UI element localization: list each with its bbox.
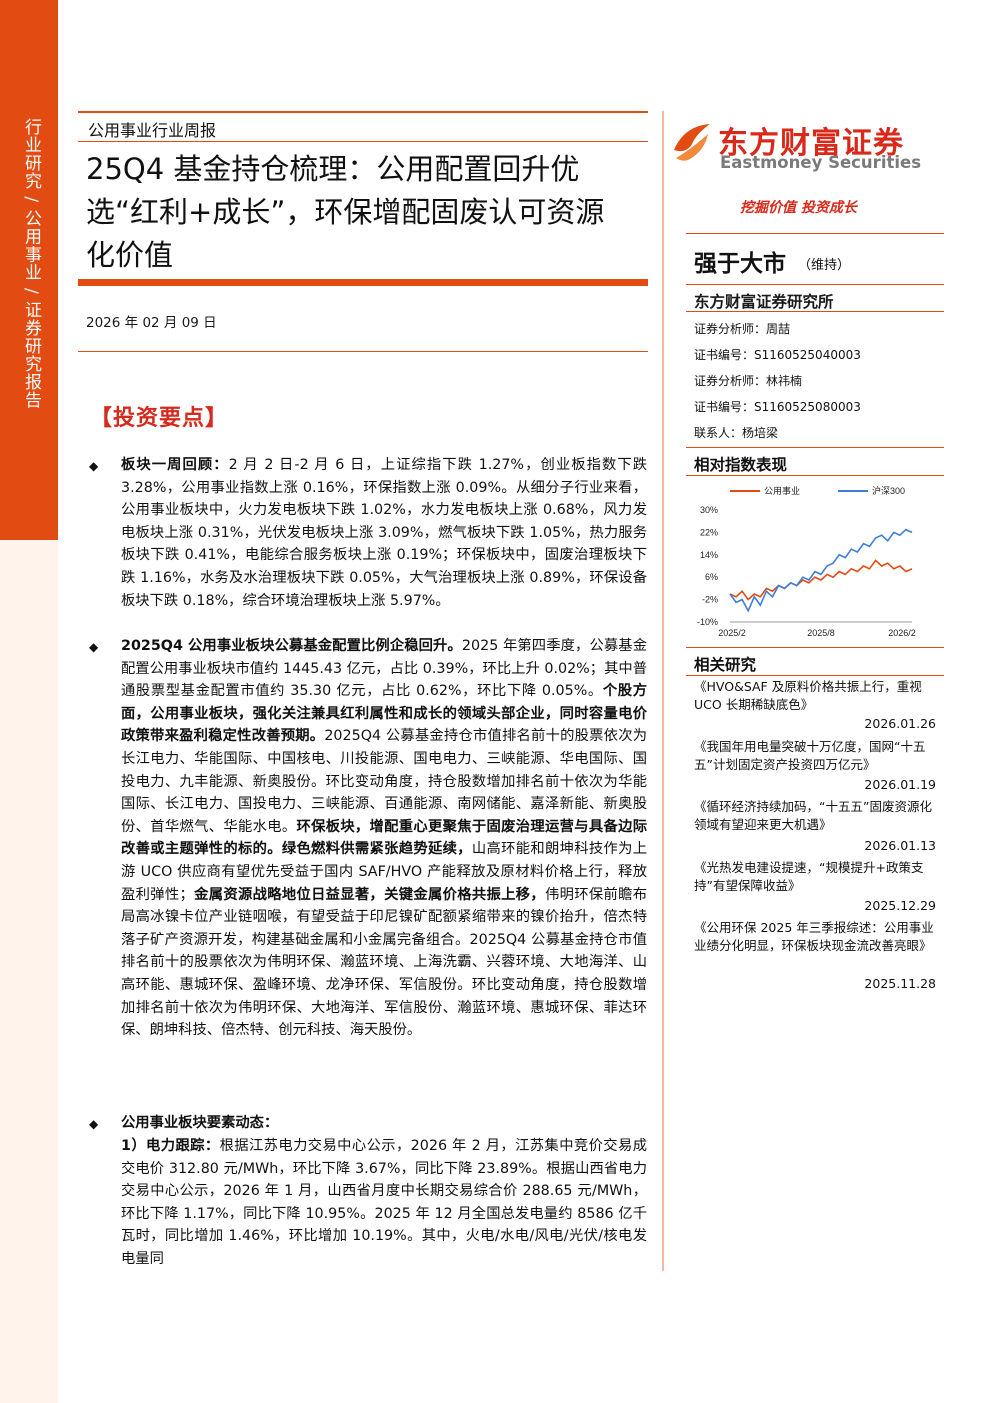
research-item-date: 2026.01.13 — [864, 838, 936, 853]
eastmoney-logo-icon — [674, 124, 710, 161]
para-lead: 板块一周回顾： — [121, 457, 229, 473]
series-line — [729, 528, 913, 613]
analyst-line: 证券分析师：周喆 — [694, 322, 791, 336]
y-tick-label: -10% — [697, 617, 718, 627]
brand-name-cn: 东方财富证券 — [718, 126, 904, 161]
research-item-title[interactable]: 《循环经济持续加码，“十五五”固废资源化领域有望迎来更大机遇》 — [694, 799, 932, 832]
para-lead: 1）电力跟踪： — [121, 1138, 220, 1154]
para-text-1: 2025 年第四季度，公募基金配置公用事业板块市值约 1445.43 亿元，占比… — [121, 638, 647, 700]
research-item-date: 2026.01.26 — [864, 716, 936, 731]
para-body: 2 月 2 日-2 月 6 日，上证综指下跌 1.27%，创业板指数下跌 3.2… — [121, 457, 647, 609]
analyst-line: 证书编号：S1160525040003 — [694, 348, 861, 362]
bullet-icon: ◆ — [89, 1117, 99, 1131]
right-rule — [686, 675, 944, 676]
page-title: 25Q4 基金持仓梳理：公用配置回升优 选“红利+成长”，环保增配固废认可资源 … — [86, 148, 651, 277]
sidebar-accent-block — [0, 0, 58, 540]
research-item-title[interactable]: 《HVO&SAF 及原料价格共振上行，重视 UCO 长期稀缺底色》 — [694, 679, 922, 712]
para-bold-4: 金属资源战略地位日益显著，关键金属价格共振上移， — [193, 886, 545, 903]
date-rule — [78, 351, 648, 352]
legend-label: 公用事业 — [764, 485, 800, 496]
x-tick-label: 2026/2 — [888, 628, 916, 638]
relative-index-chart: 30% 22% 14% 6% -2% -10%2025/2 2025/8 2026/2 公用事业… — [697, 485, 916, 638]
rating-note: （维持） — [798, 258, 851, 273]
right-rule — [686, 311, 944, 312]
para-power-tracking: 1）电力跟踪：根据江苏电力交易中心公示，2026 年 2 月，江苏集中竞价交易成… — [121, 1135, 647, 1271]
y-tick-label: 6% — [705, 572, 718, 582]
report-type: 公用事业行业周报 — [88, 121, 217, 140]
title-line-2: 选“红利+成长”，环保增配固废认可资源 — [86, 195, 605, 229]
para-bold-1: 2025Q4 公用事业板块公募基金配置比例企稳回升。 — [121, 638, 462, 654]
research-item-date: 2026.01.19 — [864, 777, 936, 792]
bullet-icon: ◆ — [89, 640, 99, 654]
para-body: 根据江苏电力交易中心公示，2026 年 2 月，江苏集中竞价交易成交电价 312… — [121, 1138, 647, 1267]
brand-name-en: Eastmoney Securities — [720, 153, 922, 172]
para-bold-2: 个股方面，公用事业板块，强化关注兼具红利属性和成长的领域头部企业，同时容量电价政… — [121, 683, 647, 745]
x-tick-label: 2025/8 — [807, 628, 835, 638]
header-top-rule — [78, 111, 648, 113]
para-text-2: 2025Q4 公募基金持仓市值排名前十的股票依次为长江电力、华能国际、中国核电、… — [121, 728, 648, 835]
y-tick-label: -2% — [702, 595, 718, 605]
related-research-heading: 相关研究 — [694, 656, 757, 674]
right-rule — [686, 647, 944, 648]
research-item-title[interactable]: 《我国年用电量突破十万亿度，国网“十五五”计划固定资产投资四万亿元》 — [694, 739, 926, 772]
right-rule — [686, 284, 944, 285]
legend-label: 沪深300 — [872, 485, 905, 496]
right-rule — [686, 233, 944, 234]
y-tick-label: 22% — [700, 527, 718, 537]
research-item-title[interactable]: 《公用环保 2025 年三季报综述：公用事业业绩分化明显，环保板块现金流改善亮眼… — [694, 920, 934, 953]
series-line — [729, 559, 913, 601]
para-bold-3: 环保板块，增配重心更聚焦于固废治理运营与具备边际改善或主题弹性的标的。绿色燃料供… — [121, 818, 648, 858]
title-bottom-rule — [78, 279, 648, 286]
institute-name: 东方财富证券研究所 — [694, 293, 834, 311]
research-item-date: 2025.11.28 — [864, 976, 936, 991]
para-fund-holdings: 2025Q4 公用事业板块公募基金配置比例企稳回升。2025 年第四季度，公募基… — [121, 635, 647, 1042]
analyst-line: 证书编号：S1160525080003 — [694, 400, 861, 414]
research-item-title[interactable]: 《光热发电建设提速，“规模提升+政策支持”有望保障收益》 — [694, 860, 924, 893]
rating-label: 强于大市 — [694, 251, 786, 277]
brand-slogan: 挖掘价值 投资成长 — [740, 200, 857, 216]
sidebar-label: 行业研究 / 公用事业 / 证券研究报告 — [21, 118, 41, 410]
right-rule — [686, 475, 944, 476]
para-lead: 公用事业板块要素动态： — [121, 1115, 279, 1131]
key-points-heading: 【投资要点】 — [90, 405, 229, 431]
column-divider — [662, 111, 664, 1271]
y-tick-label: 30% — [700, 505, 718, 515]
para-text-3: 山高环能和朗坤科技作为上游 UCO 供应商有望优先受益于国内 SAF/HVO 产… — [121, 841, 648, 903]
report-date: 2026 年 02 月 09 日 — [86, 315, 217, 331]
title-line-3: 化价值 — [86, 238, 174, 272]
index-section-heading: 相对指数表现 — [694, 456, 788, 474]
x-tick-label: 2025/2 — [718, 628, 746, 638]
research-item-date: 2025.12.29 — [864, 898, 936, 913]
title-line-1: 25Q4 基金持仓梳理：公用配置回升优 — [86, 152, 580, 186]
y-tick-label: 14% — [700, 550, 718, 560]
analyst-line: 证券分析师：林祎楠 — [694, 374, 803, 388]
para-sector-dynamics-heading: 公用事业板块要素动态： — [121, 1112, 647, 1135]
para-weekly-review: 板块一周回顾：2 月 2 日-2 月 6 日，上证综指下跌 1.27%，创业板指… — [121, 454, 647, 612]
header-thin-rule — [78, 141, 648, 142]
analyst-line: 联系人：杨培梁 — [694, 426, 779, 440]
right-rule — [686, 447, 944, 448]
bullet-icon: ◆ — [89, 459, 99, 473]
para-text-4: 伟明环保前瞻布局高冰镍卡位产业链咽喉，有望受益于印尼镍矿配额紧缩带来的镍价抬升，… — [121, 886, 648, 1039]
